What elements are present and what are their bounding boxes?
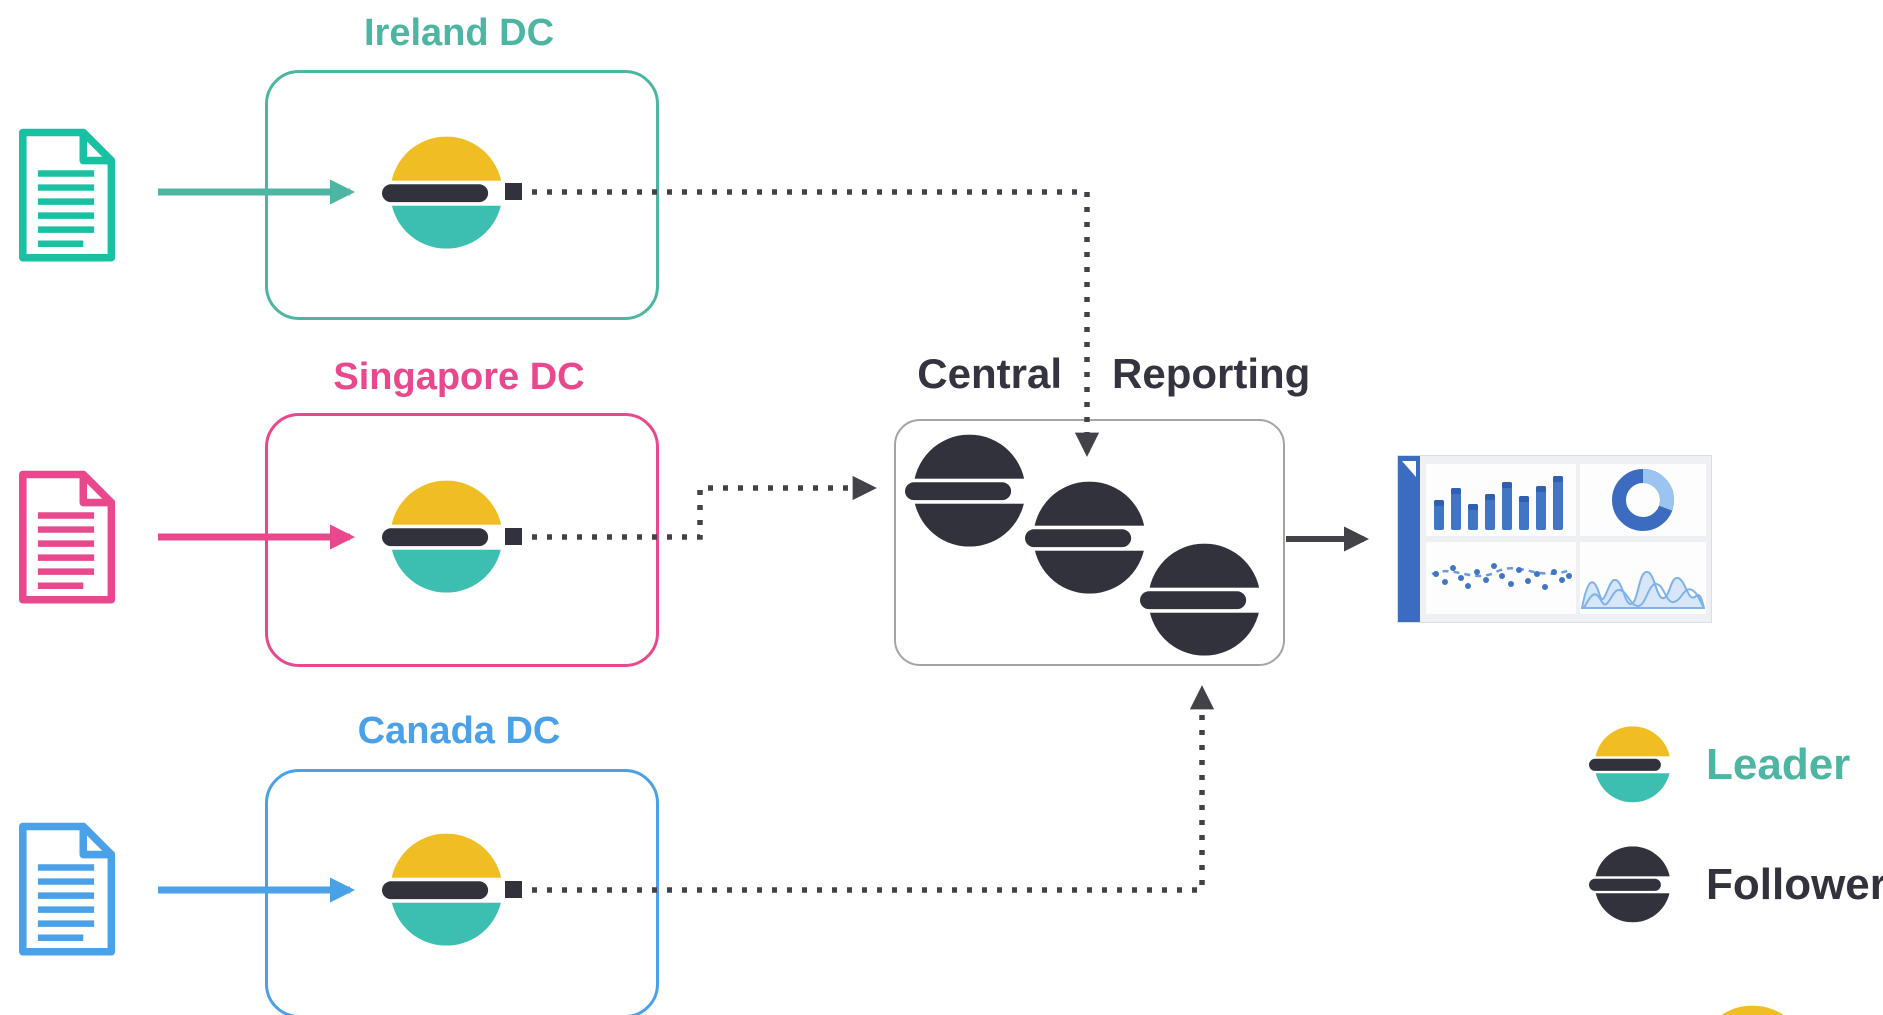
reporting-label: Reporting bbox=[1112, 350, 1311, 397]
area-chart-icon bbox=[1580, 571, 1706, 609]
dc-label-singapore: Singapore DC bbox=[333, 356, 585, 398]
es-leader-logo-ireland bbox=[382, 133, 506, 252]
kibana-dashboard-icon bbox=[1397, 455, 1712, 623]
document-icon-singapore bbox=[12, 468, 120, 606]
es-leader-logo-canada bbox=[382, 830, 506, 949]
legend-follower-logo bbox=[1589, 844, 1673, 925]
es-leader-logo-singapore bbox=[382, 477, 506, 596]
es-follower-logo-1 bbox=[905, 431, 1029, 550]
document-icon-canada bbox=[12, 820, 120, 958]
partial-es-logo bbox=[1688, 1002, 1812, 1015]
dc-label-ireland: Ireland DC bbox=[363, 12, 555, 54]
dc-label-canada: Canada DC bbox=[357, 710, 561, 752]
legend-leader-label: Leader bbox=[1706, 740, 1851, 789]
document-icon-ireland bbox=[12, 126, 120, 264]
legend-leader-logo bbox=[1589, 724, 1673, 805]
scatter-chart-icon bbox=[1431, 563, 1572, 590]
legend-follower-label: Follower bbox=[1706, 860, 1883, 909]
bar-chart-icon bbox=[1434, 476, 1563, 530]
donut-chart-icon bbox=[1612, 468, 1675, 531]
es-follower-logo-2 bbox=[1025, 478, 1149, 597]
es-follower-logo-3 bbox=[1140, 540, 1264, 659]
central-label: Central bbox=[917, 350, 1062, 397]
